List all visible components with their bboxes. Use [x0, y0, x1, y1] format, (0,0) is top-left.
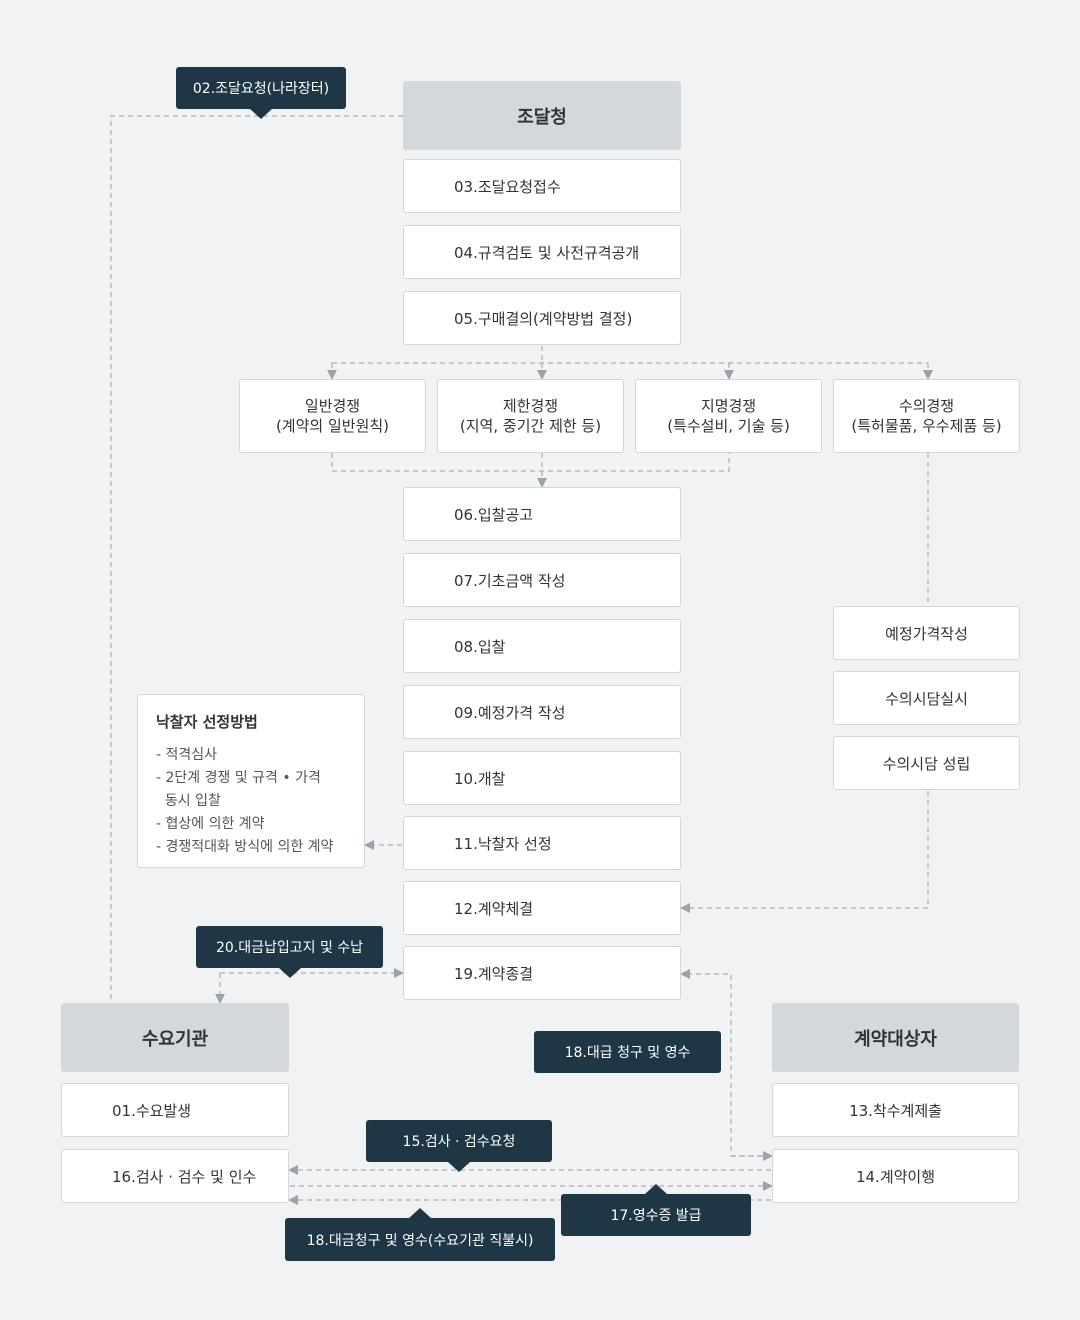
private-agreement-label: 수의시담 성립 [882, 754, 971, 773]
tag-15-inspection-request: 15.검사 · 검수요청 [366, 1120, 552, 1172]
winner-method-item: 동시 입찰 [156, 793, 221, 809]
method-private-desc: (특허물품, 우수제품 등) [851, 417, 1002, 435]
step-07-label: 07.기초금액 작성 [454, 571, 566, 590]
step-09: 09.예정가격 작성 [403, 685, 681, 739]
step-16-label: 16.검사 · 검수 및 인수 [112, 1167, 257, 1186]
method-designated-desc: (특수설비, 기술 등) [667, 417, 790, 435]
step-19-label: 19.계약종결 [454, 964, 534, 983]
method-general-name: 일반경쟁 [304, 397, 361, 415]
private-price-label: 예정가격작성 [885, 624, 968, 643]
tag-17-receipt: 17.영수증 발급 [561, 1184, 751, 1236]
step-12: 12.계약체결 [403, 881, 681, 935]
step-05-label: 05.구매결의(계약방법 결정) [454, 309, 633, 328]
step-19: 19.계약종결 [403, 946, 681, 1000]
demand-header-label: 수요기관 [141, 1028, 209, 1050]
tag-02-request: 02.조달요청(나라장터) [176, 67, 346, 119]
tag-18b-label: 18.대금청구 및 영수(수요기관 직불시) [306, 1232, 534, 1249]
step-01: 01.수요발생 [61, 1083, 289, 1137]
step-08: 08.입찰 [403, 619, 681, 673]
method-restricted-name: 제한경쟁 [502, 397, 559, 415]
tag-02-label: 02.조달요청(나라장터) [192, 81, 330, 97]
winner-method-item: - 2단계 경쟁 및 규격 • 가격 [156, 770, 321, 786]
step-03: 03.조달요청접수 [403, 159, 681, 213]
contractor-header-label: 계약대상자 [854, 1028, 937, 1050]
step-10-label: 10.개찰 [454, 769, 506, 788]
step-07: 07.기초금액 작성 [403, 553, 681, 607]
contractor-header: 계약대상자 [772, 1003, 1019, 1072]
step-13: 13.착수계제출 [772, 1083, 1019, 1137]
step-11: 11.낙찰자 선정 [403, 816, 681, 870]
method-designated: 지명경쟁 (특수설비, 기술 등) [635, 379, 822, 453]
private-agreement: 수의시담 성립 [833, 736, 1020, 790]
private-price: 예정가격작성 [833, 606, 1020, 660]
step-10: 10.개찰 [403, 751, 681, 805]
tag-15-label: 15.검사 · 검수요청 [402, 1134, 516, 1150]
step-04: 04.규격검토 및 사전규격공개 [403, 225, 681, 279]
winner-method-title: 낙찰자 선정방법 [156, 713, 258, 731]
method-general: 일반경쟁 (계약의 일반원칙) [239, 379, 426, 453]
method-private-name: 수의경쟁 [898, 397, 955, 415]
line-request [110, 115, 403, 1003]
step-12-label: 12.계약체결 [454, 899, 534, 918]
pps-header-label: 조달청 [517, 106, 567, 128]
step-04-label: 04.규격검토 및 사전규격공개 [454, 243, 640, 262]
step-06: 06.입찰공고 [403, 487, 681, 541]
method-general-desc: (계약의 일반원칙) [275, 417, 390, 435]
tag-20-label: 20.대금납입고지 및 수납 [215, 940, 364, 956]
step-14: 14.계약이행 [772, 1149, 1019, 1203]
method-private: 수의경쟁 (특허물품, 우수제품 등) [833, 379, 1020, 453]
step-06-label: 06.입찰공고 [454, 505, 534, 524]
tag-18a-label: 18.대급 청구 및 영수 [564, 1045, 691, 1061]
step-01-label: 01.수요발생 [112, 1101, 192, 1120]
tag-17-label: 17.영수증 발급 [610, 1208, 702, 1224]
step-08-label: 08.입찰 [454, 637, 506, 656]
winner-method-item: - 경쟁적대화 방식에 의한 계약 [156, 839, 334, 855]
arrow-private-to-12 [680, 791, 929, 913]
tag-18-direct-payment: 18.대금청구 및 영수(수요기관 직불시) [285, 1208, 555, 1261]
method-restricted-desc: (지역, 중기간 제한 등) [459, 417, 602, 435]
step-13-label: 13.착수계제출 [849, 1101, 942, 1120]
tag-20-payment-notice: 20.대금납입고지 및 수납 [196, 926, 383, 978]
step-16: 16.검사 · 검수 및 인수 [61, 1149, 289, 1203]
demand-header: 수요기관 [61, 1003, 289, 1072]
winner-method-note: 낙찰자 선정방법 - 적격심사 - 2단계 경쟁 및 규격 • 가격 동시 입찰… [137, 694, 365, 868]
method-restricted: 제한경쟁 (지역, 중기간 제한 등) [437, 379, 624, 453]
line-methods-bottom [331, 453, 730, 472]
private-negotiation: 수의시담실시 [833, 671, 1020, 725]
step-09-label: 09.예정가격 작성 [454, 703, 566, 722]
step-14-label: 14.계약이행 [855, 1167, 936, 1186]
pps-header: 조달청 [403, 81, 681, 150]
step-11-label: 11.낙찰자 선정 [454, 834, 552, 853]
winner-method-item: - 적격심사 [156, 747, 218, 763]
step-05: 05.구매결의(계약방법 결정) [403, 291, 681, 345]
step-03-label: 03.조달요청접수 [454, 177, 561, 196]
private-negotiation-label: 수의시담실시 [885, 689, 968, 708]
method-designated-name: 지명경쟁 [700, 397, 757, 415]
tag-18-billing: 18.대급 청구 및 영수 [534, 1031, 721, 1073]
winner-method-item: - 협상에 의한 계약 [156, 816, 265, 832]
